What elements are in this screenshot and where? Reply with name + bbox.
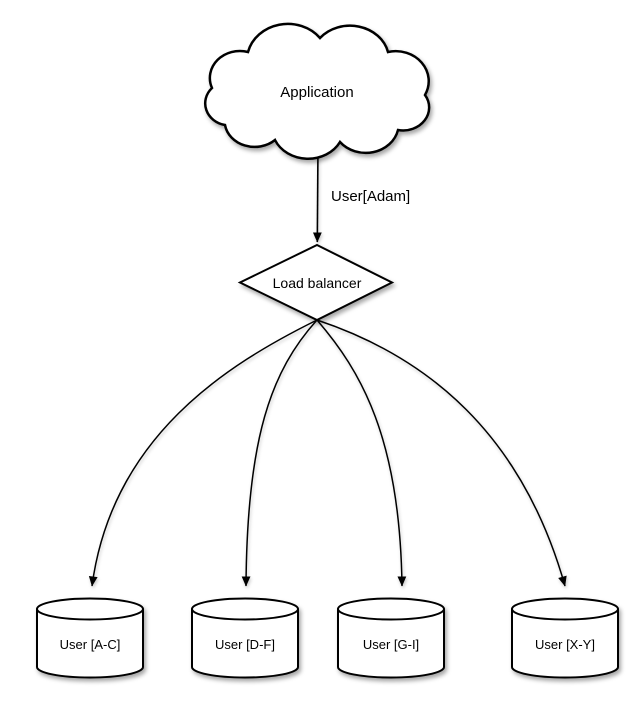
edge-to-shard-x-y — [316, 319, 567, 587]
cylinder-top — [511, 597, 619, 621]
node-application-cloud: Application — [203, 22, 431, 160]
node-loadbalancer-diamond: Load balancer — [237, 243, 395, 322]
node-shard-x-y-label: User [X-Y] — [535, 637, 595, 652]
edge-app-to-loadbalancer — [312, 144, 322, 243]
node-shard-a-c: User [A-C] — [36, 597, 144, 679]
edge-app-to-loadbalancer-line — [312, 144, 322, 243]
cylinder-body — [337, 609, 445, 679]
edge-to-shard-g-i — [316, 319, 407, 587]
node-shard-d-f-label: User [D-F] — [215, 637, 275, 652]
edges-loadbalancer-to-shards — [88, 319, 567, 587]
node-application-label: Application — [280, 84, 353, 101]
cylinder-body — [511, 609, 619, 679]
edge-to-shard-a-c — [88, 319, 318, 587]
edge-to-shard-d-f — [241, 319, 318, 587]
node-shard-d-f: User [D-F] — [191, 597, 299, 679]
cylinder-top — [337, 597, 445, 621]
cloud-outline — [203, 22, 431, 160]
cylinder-body — [36, 609, 144, 679]
cylinder-top — [36, 597, 144, 621]
node-shard-g-i-label: User [G-I] — [363, 637, 419, 652]
node-shard-x-y: User [X-Y] — [511, 597, 619, 679]
node-loadbalancer-label: Load balancer — [273, 275, 362, 291]
node-shard-g-i: User [G-I] — [337, 597, 445, 679]
diamond-outline — [237, 243, 395, 322]
cylinder-top — [191, 597, 299, 621]
node-shard-a-c-label: User [A-C] — [60, 637, 121, 652]
cylinder-body — [191, 609, 299, 679]
edge-label-user-adam: User[Adam] — [331, 188, 410, 205]
